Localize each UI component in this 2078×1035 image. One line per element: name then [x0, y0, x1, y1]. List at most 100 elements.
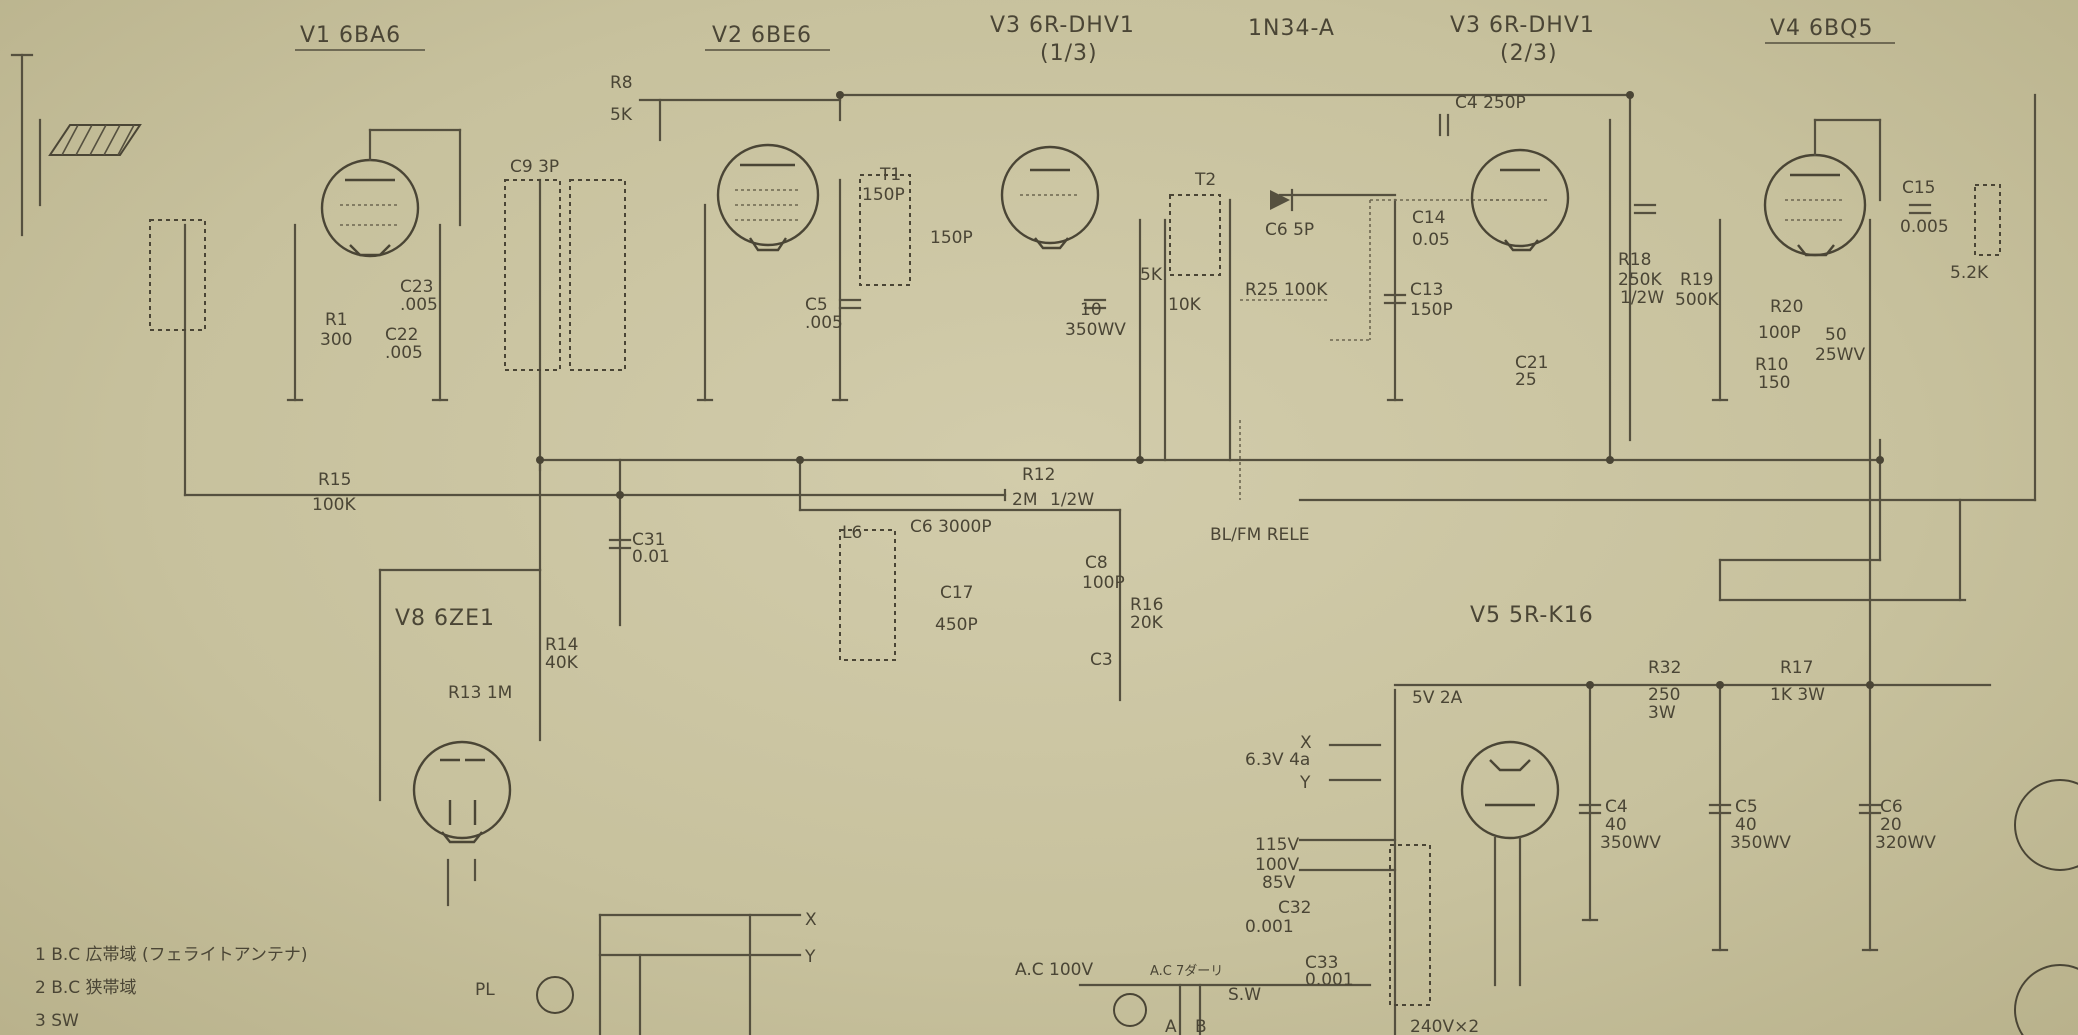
- label-c6b-wv: 320WV: [1875, 833, 1936, 853]
- label-r19-val: 500K: [1675, 290, 1719, 310]
- tube-title-v5: V5 5R-K16: [1470, 603, 1594, 628]
- label-r14: R14: [545, 635, 578, 655]
- label-r32-val: 250: [1648, 685, 1680, 705]
- label-c9: C9 3P: [510, 157, 559, 177]
- label-r18-w: 1/2W: [1620, 288, 1664, 308]
- label-r14-val: 40K: [545, 653, 579, 673]
- label-c5b: C5: [1735, 797, 1758, 817]
- ground-marks: [286, 398, 1879, 952]
- label-c4b: C4: [1605, 797, 1628, 817]
- label-r15: R15: [318, 470, 351, 490]
- junction-dots: [536, 91, 1884, 689]
- label-r8-val: 5K: [610, 105, 633, 125]
- label-x2: X: [805, 910, 817, 930]
- output-socket: [2014, 779, 2078, 1035]
- label-c21: C21: [1515, 353, 1549, 373]
- label-r1: R1: [325, 310, 348, 330]
- label-tap-115: 115V: [1255, 835, 1299, 855]
- label-c32: C32: [1278, 898, 1312, 918]
- label-ac100: A.C 100V: [1015, 960, 1093, 980]
- label-tr-secondary: 240V×2: [1410, 1017, 1479, 1035]
- label-r18-val: 250K: [1618, 270, 1662, 290]
- label-r-52k: 5.2K: [1950, 263, 1989, 283]
- label-c8: C8: [1085, 553, 1108, 573]
- label-c5b-val: 40: [1735, 815, 1757, 835]
- label-t1-val: 150P: [862, 185, 905, 205]
- label-r5: 10K: [1168, 295, 1202, 315]
- label-r19: R19: [1680, 270, 1713, 290]
- label-ac-b: B: [1195, 1017, 1207, 1035]
- label-c10: 10: [1080, 300, 1102, 320]
- tube-v3b: [1470, 148, 1570, 252]
- label-c6: C6 3000P: [910, 517, 992, 537]
- label-t2: T2: [1194, 170, 1216, 190]
- label-r25: R25 100K: [1245, 280, 1328, 300]
- label-x: X: [1300, 733, 1312, 753]
- label-c8-val: 100P: [1082, 573, 1125, 593]
- tube-title-v3b: V3 6R-DHV1: [1450, 13, 1595, 38]
- label-c23-val: .005: [400, 295, 438, 315]
- label-tap-85: 85V: [1262, 873, 1296, 893]
- tube-v3a: [1000, 145, 1100, 250]
- legend-item-1: 1 B.C 広帯域 (フェライトアンテナ): [35, 945, 308, 965]
- label-r10-val: 150: [1758, 373, 1790, 393]
- label-c33: C33: [1305, 953, 1339, 973]
- label-c4b-val: 40: [1605, 815, 1627, 835]
- label-c6b: C6: [1880, 797, 1903, 817]
- antenna-symbol: [10, 53, 142, 237]
- label-r12-w: 1/2W: [1050, 490, 1094, 510]
- label-c23: C23: [400, 277, 434, 297]
- label-c5p: C6 5P: [1265, 220, 1314, 240]
- label-c5b-wv: 350WV: [1730, 833, 1791, 853]
- label-c3: C3: [1090, 650, 1113, 670]
- label-r10: R10: [1755, 355, 1788, 375]
- label-pl: PL: [475, 980, 495, 1000]
- label-c21-val: 25: [1515, 370, 1537, 390]
- legend-item-2: 2 B.C 狭帯域: [35, 978, 137, 998]
- label-c22: C22: [385, 325, 419, 345]
- tube-v2: [716, 143, 820, 252]
- label-heater-voltage: 6.3V 4a: [1245, 750, 1310, 770]
- legend: 1 B.C 広帯域 (フェライトアンテナ) 2 B.C 狭帯域 3 SW: [35, 945, 308, 1031]
- label-sw: S.W: [1228, 985, 1261, 1005]
- label-c22-val: .005: [385, 343, 423, 363]
- if-coils: [149, 174, 2001, 1006]
- label-c13: C13: [1410, 280, 1444, 300]
- diode-title: 1N34-A: [1248, 16, 1335, 41]
- wiring: [183, 93, 2037, 1035]
- tube-title-v8: V8 6ZE1: [395, 606, 495, 631]
- tube-title-v1: V1 6BA6: [300, 23, 401, 48]
- label-c31: C31: [632, 530, 666, 550]
- label-c33-val: 0.001: [1305, 970, 1354, 990]
- tube-title-v3a: V3 6R-DHV1: [990, 13, 1135, 38]
- tube-title-v2: V2 6BE6: [712, 23, 812, 48]
- label-r16: R16: [1130, 595, 1163, 615]
- label-c17: C17: [940, 583, 974, 603]
- label-y2: Y: [804, 947, 816, 967]
- label-r18: R18: [1618, 250, 1651, 270]
- tube-v8: [412, 740, 512, 844]
- label-c3b-val: 50: [1825, 325, 1847, 345]
- label-r15-val: 100K: [312, 495, 356, 515]
- label-c17-val: 450P: [935, 615, 978, 635]
- component-labels: R8 5K C9 3P C4 250P T1 150P T2 150P C6 5…: [312, 73, 1989, 1035]
- tube-v4: [1763, 118, 1882, 257]
- label-c3b-wv: 25WV: [1815, 345, 1865, 365]
- tube-title-v3b-sub: (2/3): [1500, 41, 1558, 66]
- legend-item-3: 3 SW: [35, 1011, 79, 1031]
- label-pilot: A.C 7ダーリ: [1150, 964, 1223, 979]
- label-c15: C15: [1902, 178, 1936, 198]
- diode-1n34a: [1270, 188, 1294, 212]
- label-c6b-val: 20: [1880, 815, 1902, 835]
- label-r1-val: 300: [320, 330, 352, 350]
- label-r6: 5K: [1140, 265, 1163, 285]
- label-c5: C5: [805, 295, 828, 315]
- label-relay: BL/FM RELE: [1210, 525, 1309, 545]
- label-r17: R17: [1780, 658, 1813, 678]
- label-c14: C14: [1412, 208, 1446, 228]
- label-c10-wv: 350WV: [1065, 320, 1126, 340]
- label-c14-val: 0.05: [1412, 230, 1450, 250]
- label-r20: R20: [1770, 297, 1803, 317]
